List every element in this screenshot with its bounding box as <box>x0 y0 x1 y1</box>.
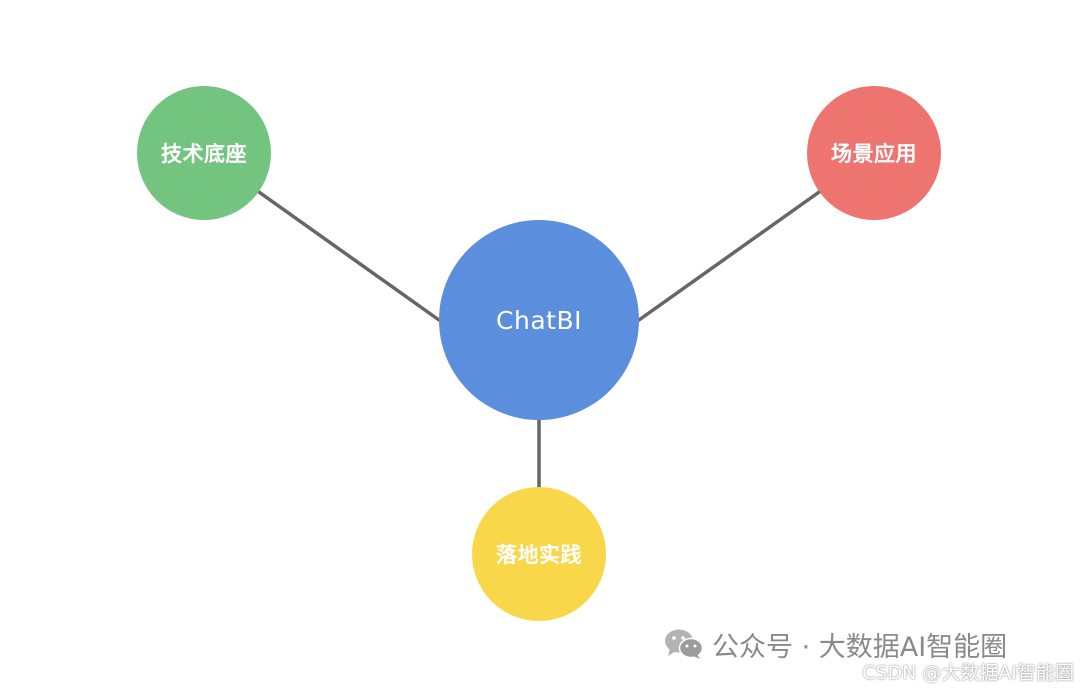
wechat-watermark: 公众号 · 大数据AI智能圈 <box>664 624 1007 664</box>
node-tech-foundation-label: 技术底座 <box>161 142 247 166</box>
node-scene-application-label: 场景应用 <box>831 142 917 166</box>
node-scene-application: 场景应用 <box>807 86 941 220</box>
node-chatbi: ChatBI <box>439 220 639 420</box>
node-chatbi-label: ChatBI <box>496 305 582 335</box>
node-landing-practice: 落地实践 <box>472 487 606 621</box>
node-landing-practice-label: 落地实践 <box>496 543 582 567</box>
csdn-watermark: CSDN @大数据AI智能圈 <box>862 662 1074 684</box>
wechat-icon <box>665 629 704 659</box>
node-tech-foundation: 技术底座 <box>137 86 271 220</box>
wechat-watermark-text: 公众号 · 大数据AI智能圈 <box>712 631 1008 663</box>
